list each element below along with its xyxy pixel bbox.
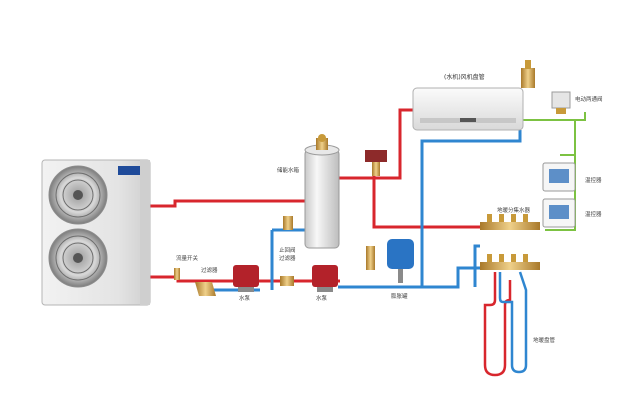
label-floor-manifold: 地暖分集水器 [497, 206, 531, 214]
control-wire-4 [575, 112, 586, 121]
brand-badge [118, 166, 140, 175]
cold-pipe-to-expansion [338, 266, 485, 289]
floor-coil-blue [498, 271, 528, 374]
label-fan-coil: (水机)风机盘管 [444, 73, 485, 81]
label-pump-1: 水泵 [239, 294, 251, 302]
pump-2 [312, 265, 338, 292]
label-flow-switch: 流量开关 [176, 254, 199, 262]
thermostat-2 [542, 198, 576, 228]
label-check-valve: 止回阀 [279, 246, 296, 254]
pump-1 [233, 265, 259, 292]
check-valve [283, 216, 293, 230]
filter-1 [195, 282, 216, 296]
label-thermostat-2: 温控器 [585, 210, 602, 218]
thermostat-1 [542, 162, 576, 192]
indoor-fan-coil [412, 87, 524, 131]
label-filter-2: 过滤器 [279, 254, 296, 262]
expansion-tank [387, 239, 414, 283]
label-thermostat-1: 温控器 [585, 176, 602, 184]
flow-switch [174, 268, 180, 280]
fan-bottom [48, 228, 108, 288]
fan-top [48, 165, 108, 225]
label-motorized-valve: 电动两通阀 [575, 95, 603, 103]
hot-pipe-tank-to-manifold [372, 160, 480, 229]
floor-manifold-upper [480, 214, 540, 230]
hot-pipe-unit-to-tank [148, 199, 305, 208]
label-expansion-tank: 膨胀罐 [391, 292, 408, 300]
hot-pipe-tank-to-fancoil [338, 108, 420, 180]
cold-pipe-to-fancoil [420, 130, 522, 287]
label-filter-1: 过滤器 [201, 266, 218, 274]
air-vent-valve [521, 60, 535, 88]
label-floor-coil: 地暖盘管 [533, 336, 556, 344]
motorized-valve [551, 91, 571, 114]
control-wire-1 [522, 119, 576, 156]
cold-pipe-manifold-link [473, 244, 480, 287]
fancoil-logo [460, 118, 476, 122]
outdoor-heat-pump-unit [41, 159, 151, 306]
floor-manifold-lower [480, 254, 540, 270]
filter-2 [280, 276, 294, 286]
bypass-valve [366, 246, 375, 270]
storage-tank [304, 134, 340, 249]
floor-coil-red [483, 272, 512, 377]
label-pump-2: 水泵 [316, 294, 328, 302]
three-way-valve [365, 150, 387, 176]
label-storage-tank: 储能水箱 [277, 166, 300, 174]
